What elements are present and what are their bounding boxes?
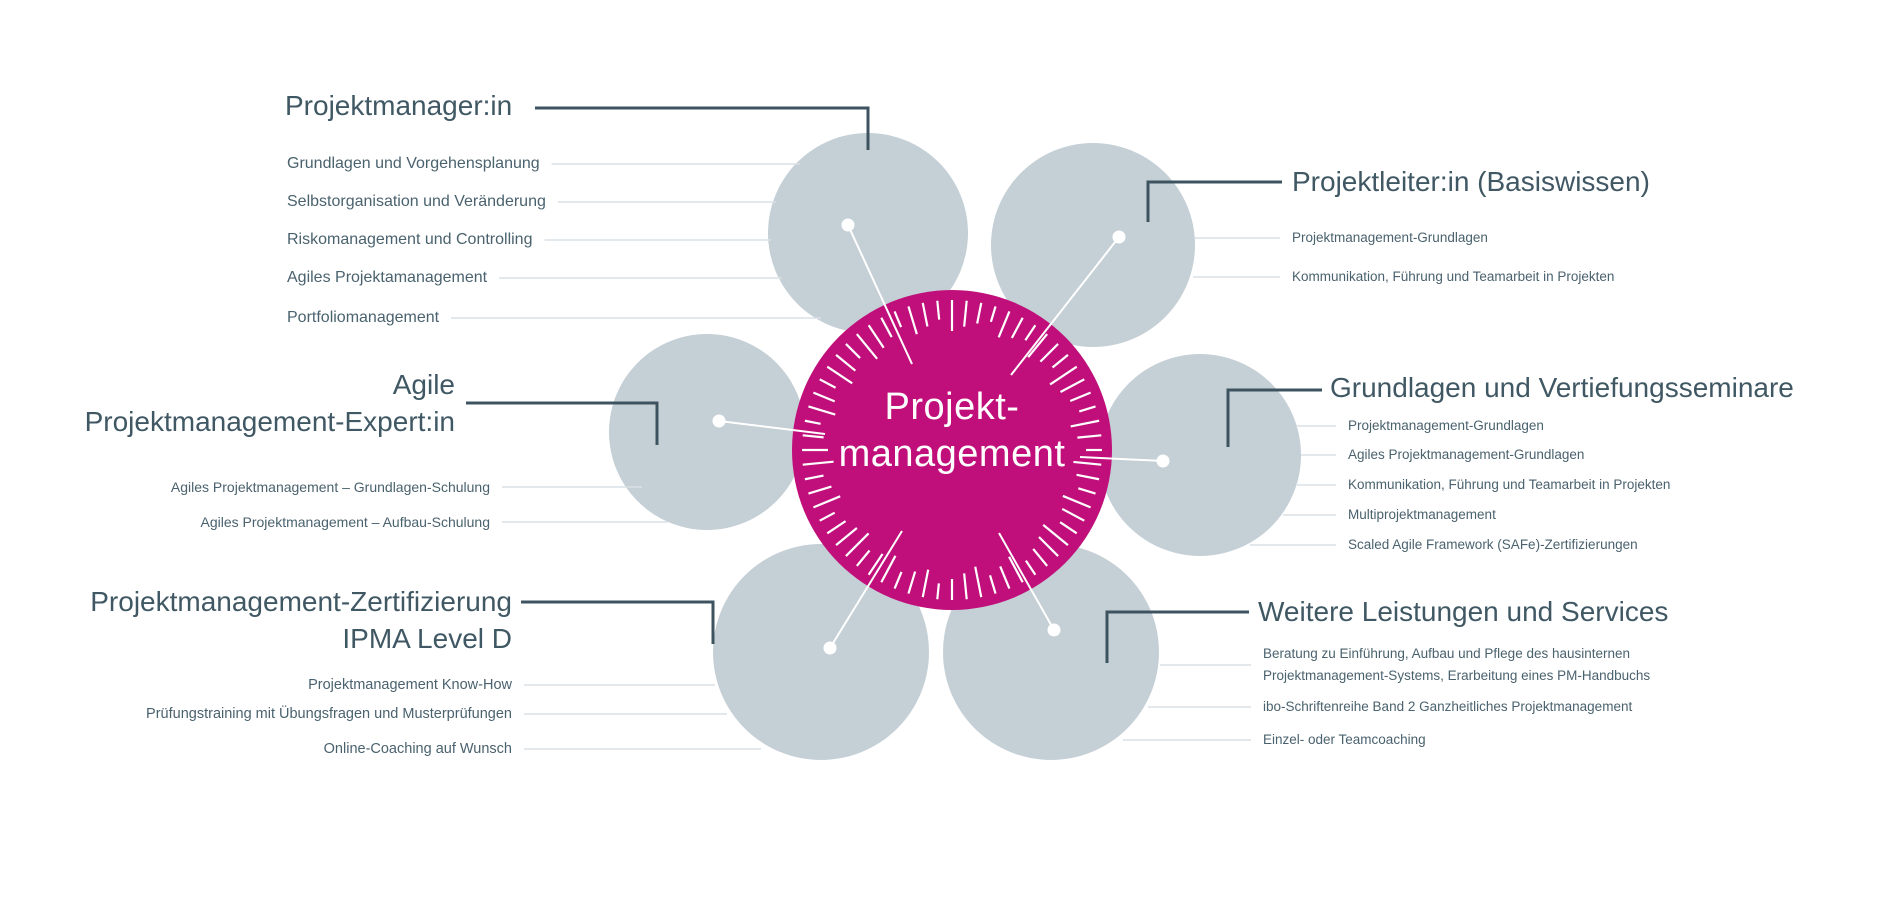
list-item: Prüfungstraining mit Übungsfragen und Mu…	[146, 706, 512, 722]
section-title-line: Agile	[392, 369, 455, 400]
section-title-line: IPMA Level D	[342, 623, 512, 654]
section-title: Grundlagen und Vertiefungsseminare	[1330, 371, 1794, 405]
list-item: Einzel- oder Teamcoaching	[1263, 732, 1426, 747]
item-leader-lines	[451, 163, 1336, 750]
petal-dot	[823, 641, 837, 655]
section-title: Weitere Leistungen und Services	[1258, 595, 1668, 629]
center-circle: Projekt- management	[792, 290, 1112, 610]
section-title: Projektmanager:in	[285, 89, 512, 123]
list-item: Agiles Projektmanagement-Grundlagen	[1348, 447, 1585, 462]
petal-dot	[841, 218, 855, 232]
section-title-line: Projektmanagement-Zertifizierung	[90, 586, 512, 617]
center-spokes	[712, 218, 1170, 655]
list-item: Multiprojektmanagement	[1348, 507, 1496, 522]
tick-ring	[802, 300, 1102, 600]
list-item: Selbstorganisation und Veränderung	[287, 193, 546, 210]
list-item: Scaled Agile Framework (SAFe)-Zertifizie…	[1348, 537, 1638, 552]
petal-circle-mid-right	[1099, 354, 1301, 556]
section-title: Agile Projektmanagement-Expert:in	[55, 366, 455, 440]
petal-dot	[1047, 623, 1061, 637]
list-item: Projektmanagement Know-How	[308, 677, 512, 693]
section-title-line: Projektmanager:in	[285, 90, 513, 121]
center-title-line2: management	[838, 433, 1066, 475]
center-title: Projekt- management	[792, 384, 1112, 478]
section-title-line: Weitere Leistungen und Services	[1258, 596, 1669, 627]
list-item: Projektmanagement-Grundlagen	[1292, 230, 1488, 245]
section-title: Projektleiter:in (Basiswissen)	[1292, 165, 1650, 199]
section-title: Projektmanagement-Zertifizierung IPMA Le…	[42, 583, 512, 657]
center-title-line1: Projekt-	[884, 386, 1020, 428]
list-item: Riskomanagement und Controlling	[287, 231, 533, 248]
list-item: Agiles Projektmanagement – Aufbau-Schulu…	[200, 514, 490, 530]
petal-dot	[712, 414, 726, 428]
list-item: Online-Coaching auf Wunsch	[323, 741, 512, 757]
list-item: Beratung zu Einführung, Aufbau und Pfleg…	[1263, 646, 1651, 683]
section-title-line: Projektmanagement-Expert:in	[84, 406, 455, 437]
list-item: ibo-Schriftenreihe Band 2 Ganzheitliches…	[1263, 699, 1633, 714]
list-item: Grundlagen und Vorgehensplanung	[287, 155, 540, 172]
list-item: Projektmanagement-Grundlagen	[1348, 418, 1544, 433]
section-title-line: Grundlagen und Vertiefungsseminare	[1330, 372, 1794, 403]
list-item: Portfoliomanagement	[287, 309, 440, 326]
list-item: Agiles Projektamanagement	[287, 269, 488, 286]
list-item: Kommunikation, Führung und Teamarbeit in…	[1348, 477, 1671, 492]
section-title-line: Projektleiter:in (Basiswissen)	[1292, 166, 1650, 197]
list-item: Agiles Projektmanagement – Grundlagen-Sc…	[170, 479, 490, 495]
section-connector-brackets	[466, 106, 1322, 663]
petal-dot	[1112, 230, 1126, 244]
petal-dot	[1156, 454, 1170, 468]
list-item: Kommunikation, Führung und Teamarbeit in…	[1292, 269, 1615, 284]
petal-circle-mid-left	[609, 334, 805, 530]
